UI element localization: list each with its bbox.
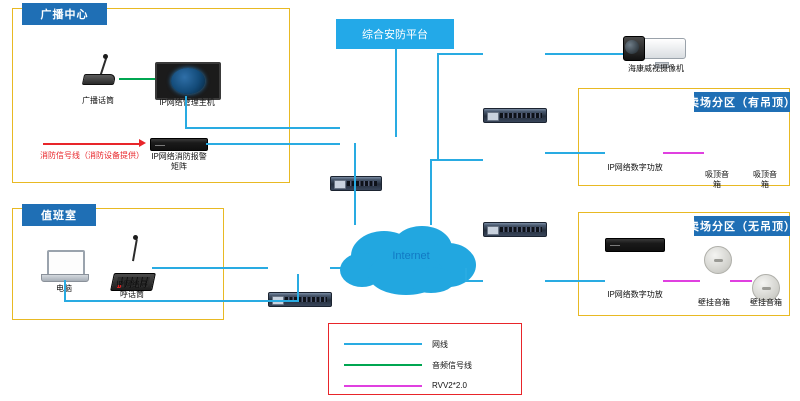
line-camera-switch-to-camera [545,53,623,55]
zone-title-duty-room: 值班室 [22,204,96,226]
switch-core [330,176,382,191]
paging-mic-label: IP网络寻 呼话筒 [116,280,148,299]
legend-item-audio [344,364,422,366]
line-wall-speaker-1-to-2 [730,280,752,282]
switch-core-port-array [347,181,377,186]
line-duty-switch-down [297,274,299,301]
fire-alarm-matrix-label: IP网络消防报警 矩阵 [151,152,207,171]
line-computer-down [64,280,66,301]
line-wall-switch-to-amp [545,280,605,282]
switch-port-array [285,297,327,302]
line-fire-signal [43,143,139,145]
legend-label-audio: 音频信号线 [432,361,472,370]
line-camera-switch-to-cloud-v [437,53,439,159]
legend-swatch-audio [344,364,422,366]
paging-mic-head [133,235,138,240]
line-cloud-down-to-wall-switch [465,268,467,281]
broadcast-microphone-label: 广播话筒 [82,96,114,105]
zone-sales-no-ceiling [578,212,790,316]
broadcast-microphone-base [81,74,117,85]
legend-item-network [344,343,422,345]
ceiling-speaker-2-label: 吸顶音 箱 [753,170,777,189]
switch-camera-port-array [500,113,542,118]
line-paging-to-duty-switch [152,267,268,269]
wall-speaker-2-label: 壁挂音箱 [750,298,782,307]
computer-screen [47,250,85,278]
legend-box [328,323,522,395]
line-cloud-to-wall-switch-h [465,280,483,282]
line-ceiling-switch-to-amp [545,152,605,154]
line-audio-mic-to-host [119,78,155,80]
fire-signal-note: 消防信号线（消防设备提供） [40,151,144,160]
line-core-switch-to-cloud [354,143,356,225]
broadcast-microphone-head [103,54,108,59]
switch-camera-uplink-port [487,112,499,121]
line-amp-to-wall-speaker-1 [663,280,700,282]
security-platform-banner: 综合安防平台 [336,19,454,49]
line-matrix-to-core-switch [206,143,340,145]
zone-title-sales-no-ceiling: 卖场分区（无吊顶） [688,216,795,236]
line-duty-loop-bottom [64,300,299,302]
internet-label: Internet [392,250,430,262]
ip-fire-alarm-matrix [150,138,208,151]
zone-duty-room [12,208,224,320]
switch-sales-ceiling-uplink-port [487,226,499,235]
camera-label: 海康威视摄像机 [628,64,684,73]
camera-body [640,38,686,59]
camera-lens-glass [625,40,639,54]
host-screen-globe-icon [171,68,205,94]
line-cloud-up-to-ceiling-switch [430,159,432,225]
line-host-to-core-switch-h [185,127,340,129]
ceiling-speaker-1-label: 吸顶音 箱 [705,170,729,189]
wall-speaker-1-label: 壁挂音箱 [698,298,730,307]
line-platform-to-core-switch [395,49,397,137]
line-host-to-core-switch-v [185,96,187,128]
legend-item-rvv [344,385,422,387]
zone-broadcast-center [12,8,290,183]
internet-cloud [340,226,476,295]
amplifier-sales-no-ceiling-label: IP网络数字功放 [607,290,663,299]
switch-core-uplink-port [334,180,346,189]
camera-mount [655,62,669,68]
ceiling-speaker-1 [704,246,732,274]
ip-network-management-host [155,62,221,100]
line-amp-to-ceiling-speaker [663,152,704,154]
ceiling-speaker-2 [752,274,780,302]
line-cloud-to-ceiling-switch-h [430,159,483,161]
fire-signal-arrow-icon [139,139,146,147]
zone-title-sales-ceiling: 卖场分区（有吊顶） [688,92,795,112]
zone-title-broadcast-center: 广播中心 [22,3,107,25]
zone-sales-ceiling [578,88,790,186]
management-host-label: IP网络管理主机 [159,98,215,107]
amplifier-sales-ceiling [605,238,665,252]
switch-sales-ceiling [483,222,547,237]
legend-label-network: 网线 [432,340,448,349]
line-camera-switch-left [437,53,483,55]
legend-swatch-rvv [344,385,422,387]
switch-sales-ceiling-port-array [500,227,542,232]
switch-camera [483,108,547,123]
legend-label-rvv: RVV2*2.0 [432,381,467,390]
legend-swatch-network [344,343,422,345]
amplifier-sales-ceiling-label: IP网络数字功放 [607,163,663,172]
